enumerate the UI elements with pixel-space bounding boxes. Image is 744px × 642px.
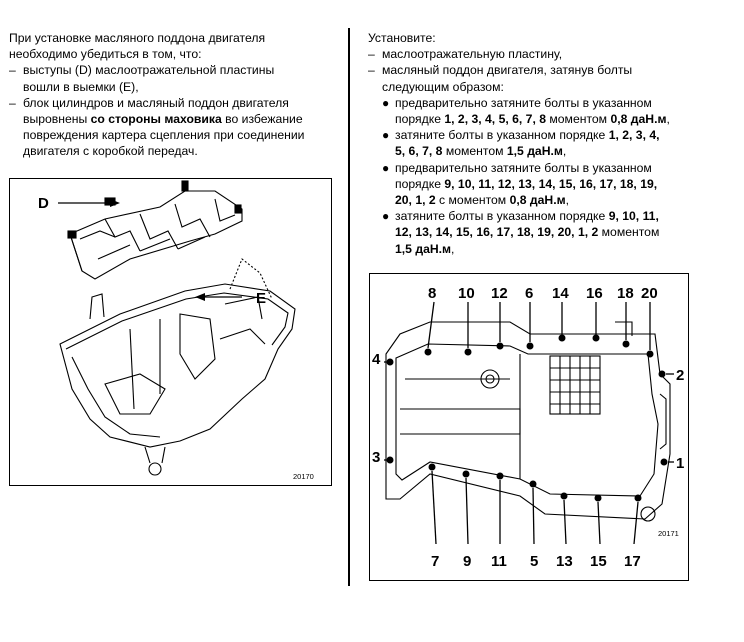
bolt-label-1: 1 (676, 455, 684, 472)
bullet-2-line-1: ● затяните болты в указанном порядке 1, 2… (368, 127, 718, 143)
bullet-icon: ● (382, 160, 390, 175)
torque-value: 0,8 даН.м (610, 112, 667, 127)
right-item-2: –масляный поддон двигателя, затянув болт… (368, 62, 718, 78)
bolt-label-18: 18 (617, 285, 634, 302)
bolt-sequence-illustration: 8 10 12 6 14 16 18 20 7 9 11 5 13 15 17 … (372, 285, 684, 570)
bullet-2-line-2: 5, 6, 7, 8 моментом 1,5 даН.м, (368, 143, 718, 159)
bullet-icon: ● (382, 209, 390, 224)
bolt-label-16: 16 (586, 285, 603, 302)
text-run: , (451, 241, 455, 256)
bullet-3-line-3: 20, 1, 2 с моментом 0,8 даН.м, (368, 192, 718, 208)
left-intro-line-1: При установке масляного поддона двигател… (9, 31, 266, 45)
text-run: , (666, 112, 670, 127)
bullet-3-line-1: ● предварительно затяните болты в указанн… (368, 160, 718, 176)
text-run: затяните болты в указанном порядке (395, 209, 609, 224)
oil-pan-baffle-illustration: D E 20170 (38, 180, 314, 481)
figure-number: 20171 (658, 529, 679, 538)
right-item-2-cont: следующим образом: (382, 79, 504, 94)
right-item-2-text: масляный поддон двигателя, затянув болты (382, 63, 633, 78)
label-d: D (38, 195, 49, 212)
torque-value: 1,5 даН.м (506, 144, 563, 159)
bullet-3-line-2: порядке 9, 10, 11, 12, 13, 14, 15, 16, 1… (368, 176, 718, 192)
bolt-label-4: 4 (372, 351, 381, 368)
left-intro-line-2: необходимо убедиться в том, что: (9, 47, 202, 62)
bottom-bolt-labels: 7 9 11 5 13 15 17 (431, 553, 641, 570)
emphasis-flywheel: со стороны маховика (90, 112, 222, 127)
bolt-label-14: 14 (552, 285, 569, 302)
left-item-2-line-2: выровнены со стороны маховика во избежан… (9, 111, 339, 127)
bolt-sequence: 9, 10, 11, (608, 209, 659, 224)
side-bolt-labels: 4 3 2 1 (372, 351, 684, 472)
label-e: E (256, 290, 266, 307)
text-run: во избежание (221, 112, 303, 127)
bullet-icon: ● (382, 95, 390, 110)
right-column: Установите: –маслоотражательную пластину… (368, 30, 718, 257)
text-run: моментом (546, 112, 611, 127)
bullet-4-line-2: 12, 13, 14, 15, 16, 17, 18, 19, 20, 1, 2… (368, 224, 718, 240)
bolt-markers (386, 334, 668, 502)
bolt-label-2: 2 (676, 367, 684, 384)
bolt-sequence: 1, 2, 3, 4, 5, 6, 7, 8 (444, 112, 547, 127)
bullet-4-line-1: ● затяните болты в указанном порядке 9, 1… (368, 208, 718, 224)
text-run: , (562, 144, 567, 159)
bolt-sequence: 5, 6, 7, 8 (395, 144, 443, 159)
text-run: , (565, 193, 570, 208)
right-title: Установите: (368, 31, 436, 45)
figure-baffle-oil-pan: D E 20170 (9, 178, 332, 486)
left-item-2-line-4: двигателя с коробкой передач. (23, 144, 198, 159)
dash: – (368, 63, 375, 78)
bolt-label-11: 11 (491, 553, 507, 570)
bolt-sequence: 1, 2, 3, 4, (608, 128, 660, 143)
bolt-label-8: 8 (428, 285, 436, 302)
left-column: При установке масляного поддона двигател… (9, 30, 339, 160)
left-item-2: –блок цилиндров и масляный поддон двигат… (9, 95, 339, 111)
bolt-label-9: 9 (463, 553, 471, 570)
bolt-label-6: 6 (525, 285, 533, 302)
bolt-label-3: 3 (372, 449, 380, 466)
bolt-sequence: 20, 1, 2 (395, 193, 436, 208)
torque-value: 0,8 даН.м (509, 193, 566, 208)
torque-value: 1,5 даН.м (395, 241, 452, 256)
left-item-1-cont: вошли в выемки (E), (23, 79, 139, 94)
dash: – (368, 47, 375, 62)
left-item-1: –выступы (D) маслоотражательной пластины (9, 62, 339, 78)
bullet-4-line-3: 1,5 даН.м, (368, 241, 718, 257)
top-bolt-labels: 8 10 12 6 14 16 18 20 (428, 285, 658, 302)
text-run: выровнены (23, 112, 91, 127)
text-run: с моментом (435, 193, 510, 208)
right-item-1-text: маслоотражательную пластину, (382, 47, 563, 62)
right-item-1: –маслоотражательную пластину, (368, 46, 718, 62)
callout-leaders (384, 301, 674, 545)
bolt-label-20: 20 (641, 285, 658, 302)
dash: – (9, 95, 16, 110)
left-item-2-line-3: повреждения картера сцепления при соедин… (23, 128, 305, 143)
bolt-sequence: 12, 13, 14, 15, 16, 17, 18, 19, 20, 1, 2 (395, 225, 599, 240)
text-run: предварительно затяните болты в указанно… (395, 160, 652, 175)
figure-bolt-sequence: 8 10 12 6 14 16 18 20 7 9 11 5 13 15 17 … (369, 273, 689, 581)
bolt-sequence: 9, 10, 11, 12, 13, 14, 15, 16, 17, 18, 1… (444, 176, 658, 191)
bolt-label-7: 7 (431, 553, 439, 570)
bullet-1-line-1: ● предварительно затяните болты в указанн… (368, 95, 718, 111)
bolt-label-12: 12 (491, 285, 508, 302)
bullet-1-line-2: порядке 1, 2, 3, 4, 5, 6, 7, 8 моментом … (368, 111, 718, 127)
text-run: затяните болты в указанном порядке (395, 128, 609, 143)
text-run: порядке (395, 112, 445, 127)
bullet-icon: ● (382, 128, 390, 143)
left-item-2-text: блок цилиндров и масляный поддон двигате… (23, 95, 289, 110)
bolt-label-10: 10 (458, 285, 475, 302)
bolt-label-17: 17 (624, 553, 641, 570)
left-item-1-text: выступы (D) маслоотражательной пластины (23, 63, 275, 78)
bolt-label-5: 5 (530, 553, 538, 570)
bolt-label-13: 13 (556, 553, 573, 570)
text-run: моментом (598, 225, 660, 240)
column-divider (348, 28, 350, 586)
bolt-label-15: 15 (590, 553, 607, 570)
text-run: моментом (442, 144, 507, 159)
figure-number: 20170 (293, 472, 314, 481)
dash: – (9, 63, 16, 78)
text-run: предварительно затяните болты в указанно… (395, 95, 652, 110)
text-run: порядке (395, 176, 445, 191)
